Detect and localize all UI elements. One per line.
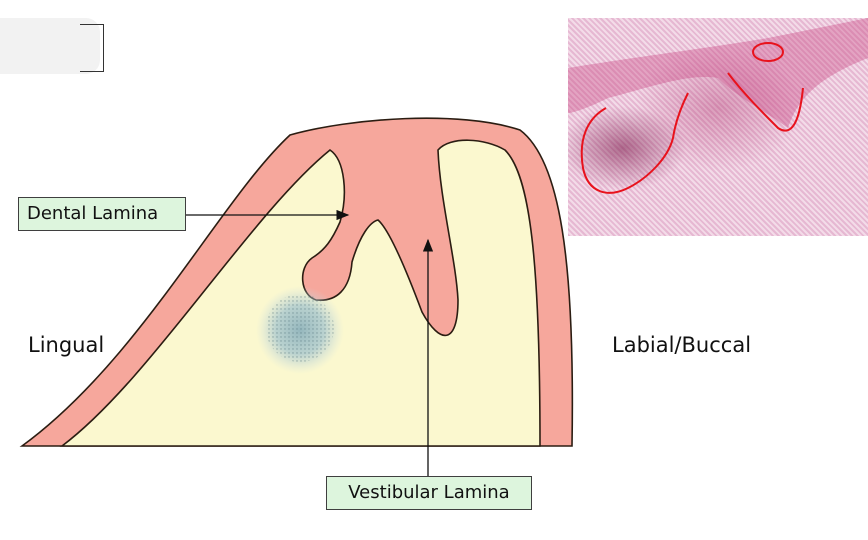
micrograph-epithelium bbox=[568, 18, 868, 128]
vestibular-lamina-label: Vestibular Lamina bbox=[326, 476, 532, 510]
dental-lamina-label: Dental Lamina bbox=[18, 197, 186, 231]
tooth-bud-stipple bbox=[266, 294, 334, 362]
dental-lamina-outline bbox=[580, 92, 689, 194]
histology-micrograph bbox=[568, 18, 868, 236]
vestibular-lamina-outline bbox=[727, 72, 804, 132]
micrograph-overlay bbox=[568, 18, 868, 194]
circled-region bbox=[752, 42, 784, 62]
labial-buccal-label: Labial/Buccal bbox=[612, 333, 752, 357]
blank-patch bbox=[530, 448, 594, 490]
tab-box bbox=[0, 18, 100, 74]
lingual-label: Lingual bbox=[28, 333, 105, 357]
bracket-mark bbox=[80, 24, 104, 72]
